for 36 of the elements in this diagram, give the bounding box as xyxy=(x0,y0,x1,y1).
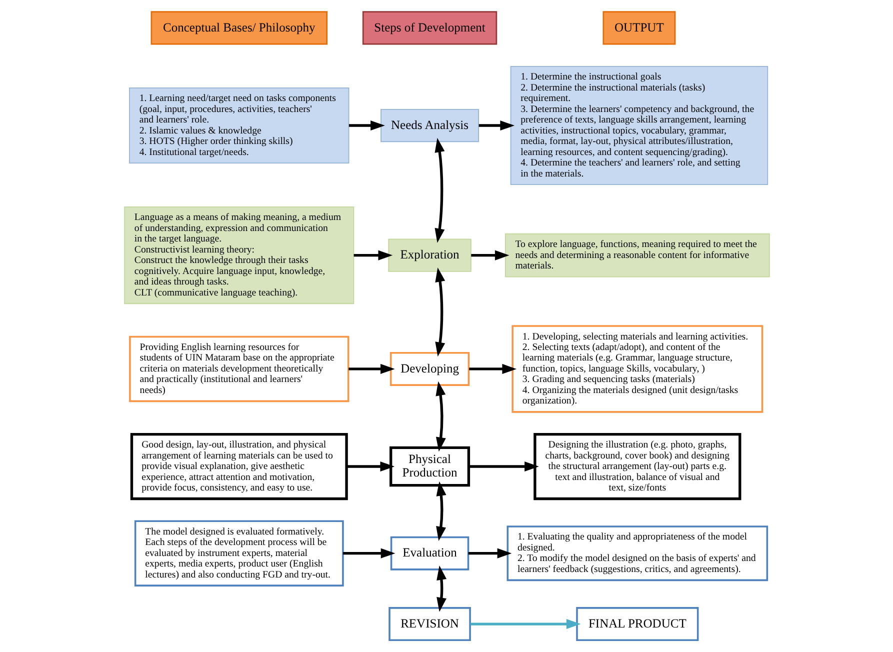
arrow xyxy=(468,548,512,558)
node-box: 1. Developing, selecting materials and learning activities. 2. Selecting texts (adapt/adopt), and content of the learning materials (e.g. Grammar, language structure, function, topics, language Skills, vocabulary, ) 3. Grading and sequencing tasks (materials) 4. Organizing the materials designed (unit design/tasks organization). xyxy=(511,325,763,413)
arrow xyxy=(346,461,394,472)
node-box: Evaluation xyxy=(390,536,469,570)
node-box: Providing English learning resources for students of UIN Mataram base on the appropriate criteria on materials development theoretically and practically (institutional and learners' needs) xyxy=(128,336,349,402)
node-box: Exploration xyxy=(388,238,471,272)
arrow xyxy=(435,381,446,452)
node-box: Steps of Development xyxy=(362,11,497,45)
node-box: OUTPUT xyxy=(602,11,676,45)
arrow xyxy=(348,364,394,374)
arrow xyxy=(470,250,509,260)
node-box: Good design, lay-out, illustration, and physical arrangement of learning materials can be used to provide visual explanation, give aesthetic experience, attract attention and motivation, provide focus, consistency, and easy to use. xyxy=(130,432,348,500)
arrow xyxy=(353,250,392,260)
arrow xyxy=(348,120,384,131)
node-box: REVISION xyxy=(388,607,470,642)
arrow xyxy=(434,268,445,357)
node-box: Developing xyxy=(389,352,470,386)
node-box: Physical Production xyxy=(389,446,470,487)
node-box: Needs Analysis xyxy=(380,108,478,142)
node-box: 1. Determine the instructional goals 2. Determine the instructional materials (tasks) requirement. 3. Determine the learners' competency and background, the preference of texts, language skills arrangement, learning activities, instructional topics, vocabulary, grammar, media, format, lay-out, physical attributes/illustration, learning resources, and content sequencing/grading). 4. Determine the teachers' and learners' role, and setting in the materials. xyxy=(510,66,768,186)
arrow xyxy=(468,461,538,472)
arrow xyxy=(436,566,446,612)
node-box: FINAL PRODUCT xyxy=(576,607,698,642)
arrow xyxy=(470,619,580,630)
node-box: Designing the illustration (e.g. photo, graphs, charts, background, cover book) and designing the structural arrangement (lay-out) parts e.g. text and illustration, balance of visual and text, size/fonts xyxy=(533,432,741,500)
node-box: To explore language, functions, meaning required to meet the needs and determining a reasonable content for informative materials. xyxy=(504,233,770,278)
arrow xyxy=(478,120,514,131)
node-box: 1. Evaluating the quality and appropriateness of the model designed. 2. To modify the model designed on the basis of experts' and learners' feedback (suggestions, critics, and agreements). xyxy=(506,526,768,582)
arrow xyxy=(436,481,446,542)
arrow xyxy=(342,548,395,558)
node-box: The model designed is evaluated formatively. Each steps of the development process will be evaluated by instrument experts, material experts, media experts, product user (English lectures) and also conducting FGD and try-out. xyxy=(134,520,344,586)
arrow xyxy=(468,364,516,374)
node-box: 1. Learning need/target need on tasks components (goal, input, procedures, activities, teachers' and learners' role. 2. Islamic values & knowledge 3. HOTS (Higher order thinking skills) 4. Institutional target/needs. xyxy=(128,87,349,164)
node-box: Language as a means of making meaning, a medium of understanding, expression and communication in the target language. Constructivist learning theory: Construct the knowledge through their tasks cognitively. Acquire language input, knowledge, and ideas through tasks. CLT (communicative language teaching). xyxy=(124,206,354,304)
arrow xyxy=(434,138,444,243)
node-box: Conceptual Bases/ Philosophy xyxy=(150,11,328,45)
